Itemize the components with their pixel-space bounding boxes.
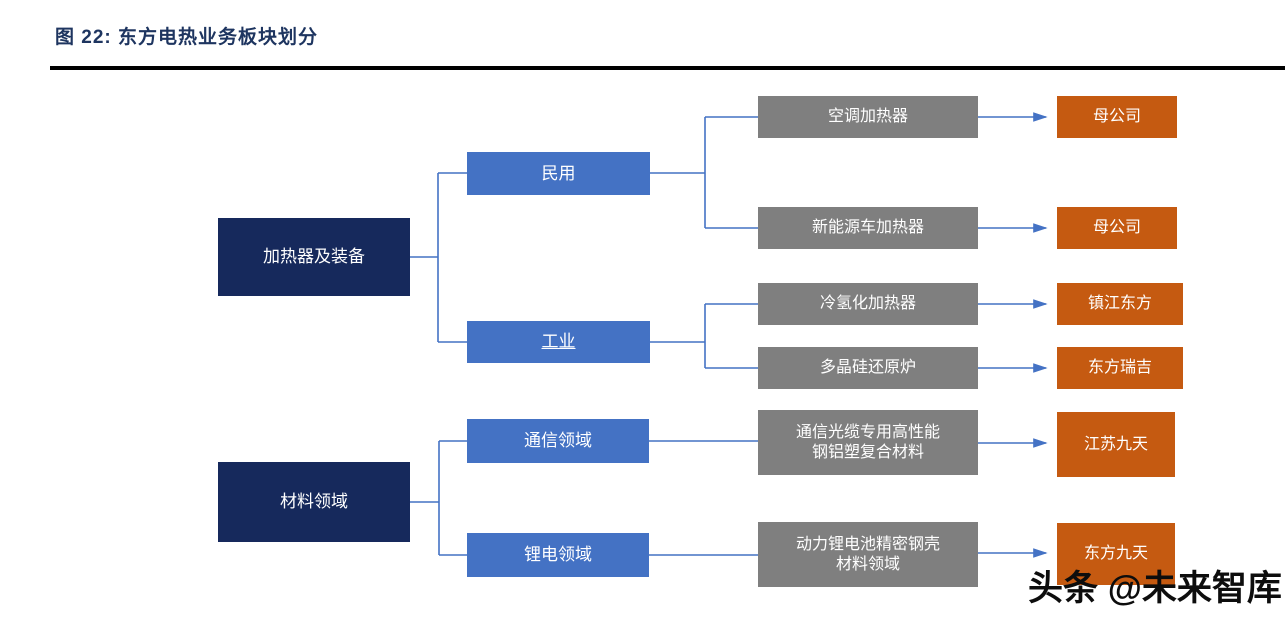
node-telecom: 通信领域 bbox=[467, 419, 649, 463]
watermark-toutiao: 头条 @未来智库 bbox=[1028, 569, 1282, 608]
node-heater-equipment: 加热器及装备 bbox=[218, 218, 410, 296]
node-nev-heater: 新能源车加热器 bbox=[758, 207, 978, 249]
node-ac-heater: 空调加热器 bbox=[758, 96, 978, 138]
node-zhenjiang-dongfang: 镇江东方 bbox=[1057, 283, 1183, 325]
title-divider bbox=[50, 66, 1285, 70]
node-cold-hydrogenation-heater: 冷氢化加热器 bbox=[758, 283, 978, 325]
node-lithium: 锂电领域 bbox=[467, 533, 649, 577]
node-parent-company-2: 母公司 bbox=[1057, 207, 1177, 249]
node-telecom-cable-material: 通信光缆专用高性能 钢铝塑复合材料 bbox=[758, 410, 978, 475]
node-polysilicon-reduction-furnace: 多晶硅还原炉 bbox=[758, 347, 978, 389]
node-industrial: 工业 bbox=[467, 321, 650, 363]
node-jiangsu-jiutian: 江苏九天 bbox=[1057, 412, 1175, 477]
node-lithium-battery-shell-material: 动力锂电池精密钢壳 材料领域 bbox=[758, 522, 978, 587]
node-dongfang-jiutian: 东方九天 bbox=[1057, 523, 1175, 585]
node-dongfang-ruiji: 东方瑞吉 bbox=[1057, 347, 1183, 389]
node-civil: 民用 bbox=[467, 152, 650, 195]
figure-title: 图 22: 东方电热业务板块划分 bbox=[55, 27, 319, 48]
node-parent-company-1: 母公司 bbox=[1057, 96, 1177, 138]
node-materials: 材料领域 bbox=[218, 462, 410, 542]
